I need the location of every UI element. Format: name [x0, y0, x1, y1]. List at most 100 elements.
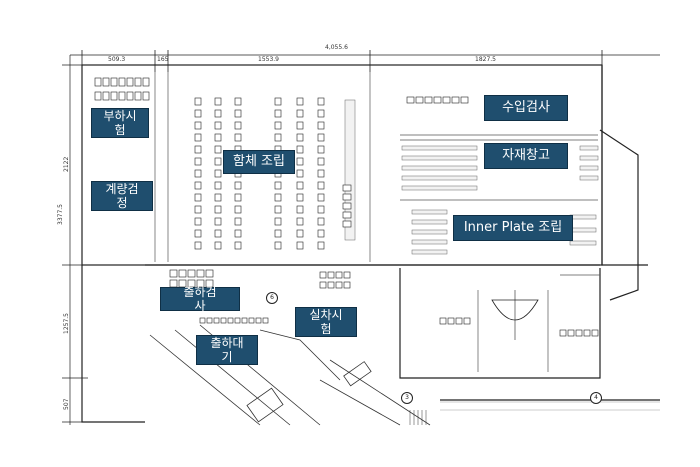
workbench — [274, 97, 282, 106]
dim-top-a: 509.3 — [108, 56, 126, 63]
workbench — [296, 121, 304, 130]
workbench — [317, 145, 325, 154]
workbench — [214, 241, 222, 250]
workbench — [110, 77, 118, 87]
workbench — [342, 202, 352, 210]
workbench — [134, 77, 142, 87]
workbench — [296, 241, 304, 250]
zone-material-warehouse: 자재창고 — [484, 143, 568, 169]
column-marker-4: 4 — [590, 392, 602, 404]
dim-left-total: 3377.5 — [57, 204, 64, 225]
workbench — [319, 281, 327, 289]
workbench — [255, 317, 262, 324]
workbench — [206, 317, 213, 324]
zone-shipping-inspection: 출하검 사 — [160, 285, 240, 313]
workbench — [196, 269, 205, 278]
workbench — [460, 96, 469, 104]
workbench — [126, 91, 134, 101]
dim-left-b: 1257.5 — [63, 313, 70, 334]
workbench — [205, 269, 214, 278]
workbench — [442, 96, 451, 104]
zone-metrology: 계량검 정 — [91, 181, 153, 211]
workbench — [296, 193, 304, 202]
workbench — [214, 145, 222, 154]
workbench — [274, 109, 282, 118]
dim-top-d: 1827.5 — [475, 56, 496, 63]
workbench — [194, 157, 202, 166]
workbench — [317, 97, 325, 106]
workbench — [406, 96, 415, 104]
workbench — [214, 205, 222, 214]
workbench — [274, 181, 282, 190]
workbench — [296, 229, 304, 238]
zone-incoming-inspection: 수입검사 — [484, 95, 568, 121]
workbench — [241, 317, 248, 324]
workbench — [274, 121, 282, 130]
workbench — [178, 269, 187, 278]
workbench — [102, 77, 110, 87]
workbench — [415, 96, 424, 104]
workbench — [234, 205, 242, 214]
workbench — [194, 241, 202, 250]
workbench — [343, 281, 351, 289]
workbench — [214, 181, 222, 190]
zone-vehicle-test: 실차시 험 — [295, 307, 357, 337]
workbench — [296, 97, 304, 106]
workbench — [234, 181, 242, 190]
workbench — [214, 193, 222, 202]
workbench — [214, 217, 222, 226]
workbench — [327, 271, 335, 279]
workbench — [194, 145, 202, 154]
dim-left-c: 507 — [63, 398, 70, 410]
workbench — [134, 91, 142, 101]
dim-top-total: 4,055.6 — [325, 44, 348, 51]
workbench — [455, 317, 463, 325]
workbench — [296, 181, 304, 190]
workbench — [194, 133, 202, 142]
workbench — [234, 109, 242, 118]
workbench — [317, 133, 325, 142]
workbench — [342, 193, 352, 201]
workbench — [194, 217, 202, 226]
workbench — [234, 97, 242, 106]
workbench — [296, 217, 304, 226]
workbench — [463, 317, 471, 325]
workbench — [220, 317, 227, 324]
workbench — [296, 205, 304, 214]
workbench — [317, 121, 325, 130]
dim-top-c: 1553.9 — [258, 56, 279, 63]
workbench — [194, 193, 202, 202]
workbench — [194, 109, 202, 118]
workbench — [317, 109, 325, 118]
workbench — [214, 157, 222, 166]
workbench — [214, 97, 222, 106]
workbench — [227, 317, 234, 324]
workbench — [342, 220, 352, 228]
workbench — [194, 121, 202, 130]
workbench — [567, 329, 575, 337]
workbench — [327, 281, 335, 289]
workbench — [187, 269, 196, 278]
workbench — [335, 281, 343, 289]
workbench — [194, 169, 202, 178]
workbench — [317, 157, 325, 166]
workbench — [126, 77, 134, 87]
workbench — [262, 317, 269, 324]
workbench — [317, 229, 325, 238]
workbench — [169, 269, 178, 278]
workbench — [447, 317, 455, 325]
workbench — [342, 184, 352, 192]
workbench — [274, 241, 282, 250]
workbench — [296, 169, 304, 178]
workbench — [343, 271, 351, 279]
workbench — [591, 329, 599, 337]
workbench — [317, 169, 325, 178]
workbench — [142, 77, 150, 87]
workbench — [234, 133, 242, 142]
workbench — [142, 91, 150, 101]
workbench — [296, 109, 304, 118]
workbench — [317, 205, 325, 214]
column-marker-3: 3 — [401, 392, 413, 404]
workbench — [317, 217, 325, 226]
workbench — [317, 241, 325, 250]
